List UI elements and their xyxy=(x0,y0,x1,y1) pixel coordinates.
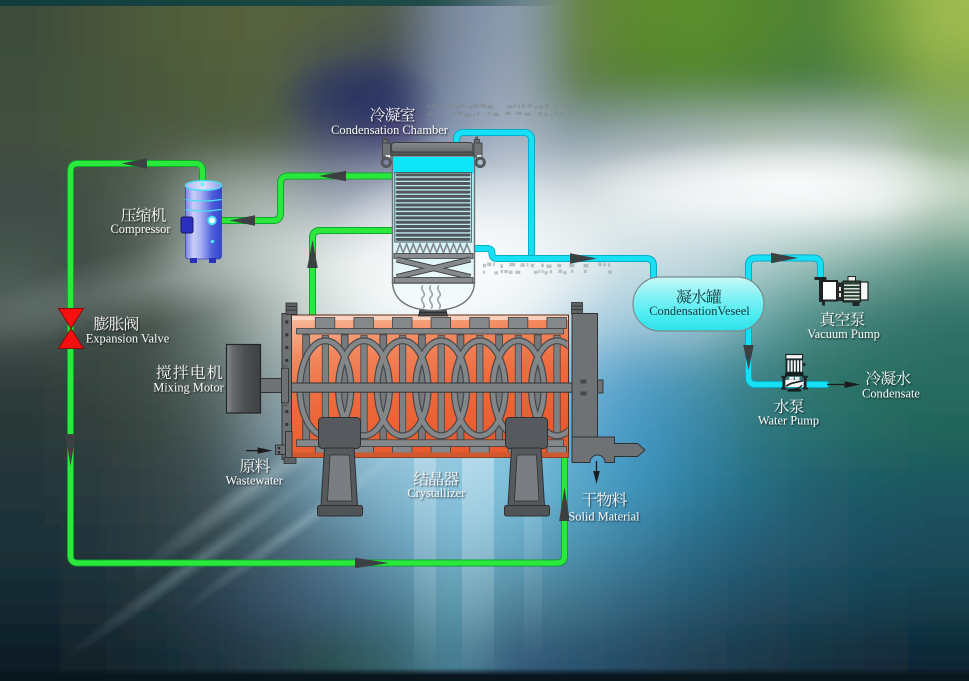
svg-text:Solid Material: Solid Material xyxy=(568,510,640,524)
svg-text:CondensationVeseel: CondensationVeseel xyxy=(649,304,750,318)
svg-text:Vacuum Pump: Vacuum Pump xyxy=(807,327,880,341)
svg-text:Water Pump: Water Pump xyxy=(758,414,819,428)
svg-text:Condensation Chamber: Condensation Chamber xyxy=(331,123,449,137)
svg-text:Expansion Valve: Expansion Valve xyxy=(86,331,170,345)
svg-text:Crystallizer: Crystallizer xyxy=(407,486,466,500)
svg-text:Wastewater: Wastewater xyxy=(225,474,283,488)
svg-text:Compressor: Compressor xyxy=(111,222,172,236)
svg-text:Condensate: Condensate xyxy=(862,387,920,401)
svg-text:Mixing Motor: Mixing Motor xyxy=(153,380,224,394)
